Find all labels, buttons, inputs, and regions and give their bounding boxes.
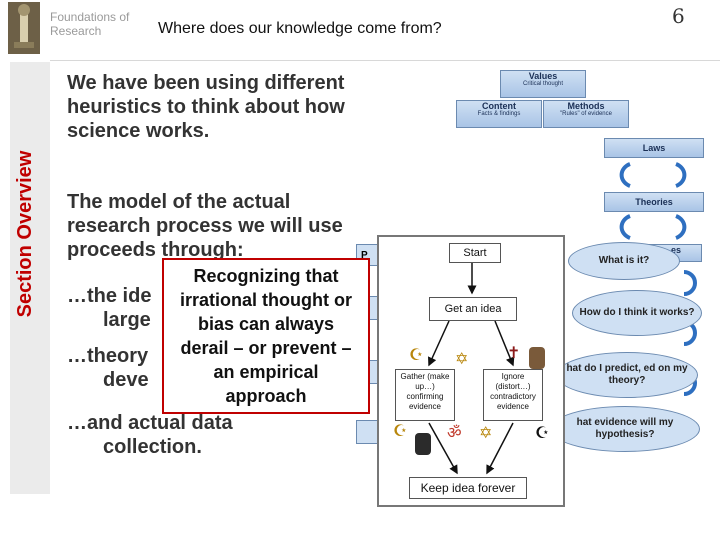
cycle-arrows-icon bbox=[619, 162, 687, 188]
model-paragraph: The model of the actual research process… bbox=[67, 191, 343, 261]
crescent-star-icon: ☪ bbox=[393, 423, 408, 440]
star-of-david-icon: ✡ bbox=[455, 351, 469, 368]
crescent-star-icon: ☪ bbox=[409, 347, 424, 364]
intro-paragraph: We have been using different heuristics … bbox=[67, 72, 345, 142]
flow-get-idea: Get an idea bbox=[429, 297, 517, 321]
bias-callout: Recognizing that irrational thought or b… bbox=[162, 258, 370, 414]
person-icon bbox=[529, 347, 545, 369]
slide-heading: Where does our knowledge come from? bbox=[158, 20, 442, 37]
flow-gather-evidence: Gather (make up…) confirming evidence bbox=[395, 369, 455, 421]
values-box: Values Critical thought bbox=[500, 70, 586, 98]
crescent-star-icon: ☪ bbox=[535, 425, 550, 442]
cycle-arrows-icon bbox=[683, 270, 697, 396]
question-cloud: hat evidence will my hypothesis? bbox=[550, 406, 700, 452]
laws-box: Laws bbox=[604, 138, 704, 158]
flow-start: Start bbox=[449, 243, 501, 263]
sidebar-strip bbox=[10, 62, 50, 494]
course-title: Foundations of Research bbox=[50, 10, 130, 38]
star-of-david-icon: ✡ bbox=[479, 425, 493, 442]
cross-icon: ✝ bbox=[507, 345, 521, 362]
flow-keep-idea: Keep idea forever bbox=[409, 477, 527, 499]
idea-bullet: …the ide large bbox=[67, 285, 152, 331]
theory-bullet: …theory deve bbox=[67, 345, 149, 391]
header-divider bbox=[50, 60, 720, 61]
question-cloud: How do I think it works? bbox=[572, 290, 702, 336]
question-cloud: hat do I predict, ed on my theory? bbox=[556, 352, 698, 398]
section-label: Section Overview bbox=[14, 150, 36, 318]
person-icon bbox=[415, 433, 431, 455]
data-collection-bullet: …and actual data collection. bbox=[67, 412, 233, 458]
question-cloud: What is it? bbox=[568, 242, 680, 280]
university-logo-icon bbox=[8, 2, 40, 54]
bias-flowchart: Start Get an idea Gather (make up…) conf… bbox=[377, 235, 565, 507]
methods-box: Methods "Rules" of evidence bbox=[543, 100, 629, 128]
cycle-arrows-icon bbox=[619, 214, 687, 240]
flowchart-arrows bbox=[428, 263, 515, 475]
content-box: Content Facts & findings bbox=[456, 100, 542, 128]
flow-ignore-evidence: Ignore (distort…) contradictory evidence bbox=[483, 369, 543, 421]
theories-box: Theories bbox=[604, 192, 704, 212]
slide-number: 6 bbox=[672, 4, 685, 28]
om-icon: ॐ bbox=[447, 425, 462, 442]
